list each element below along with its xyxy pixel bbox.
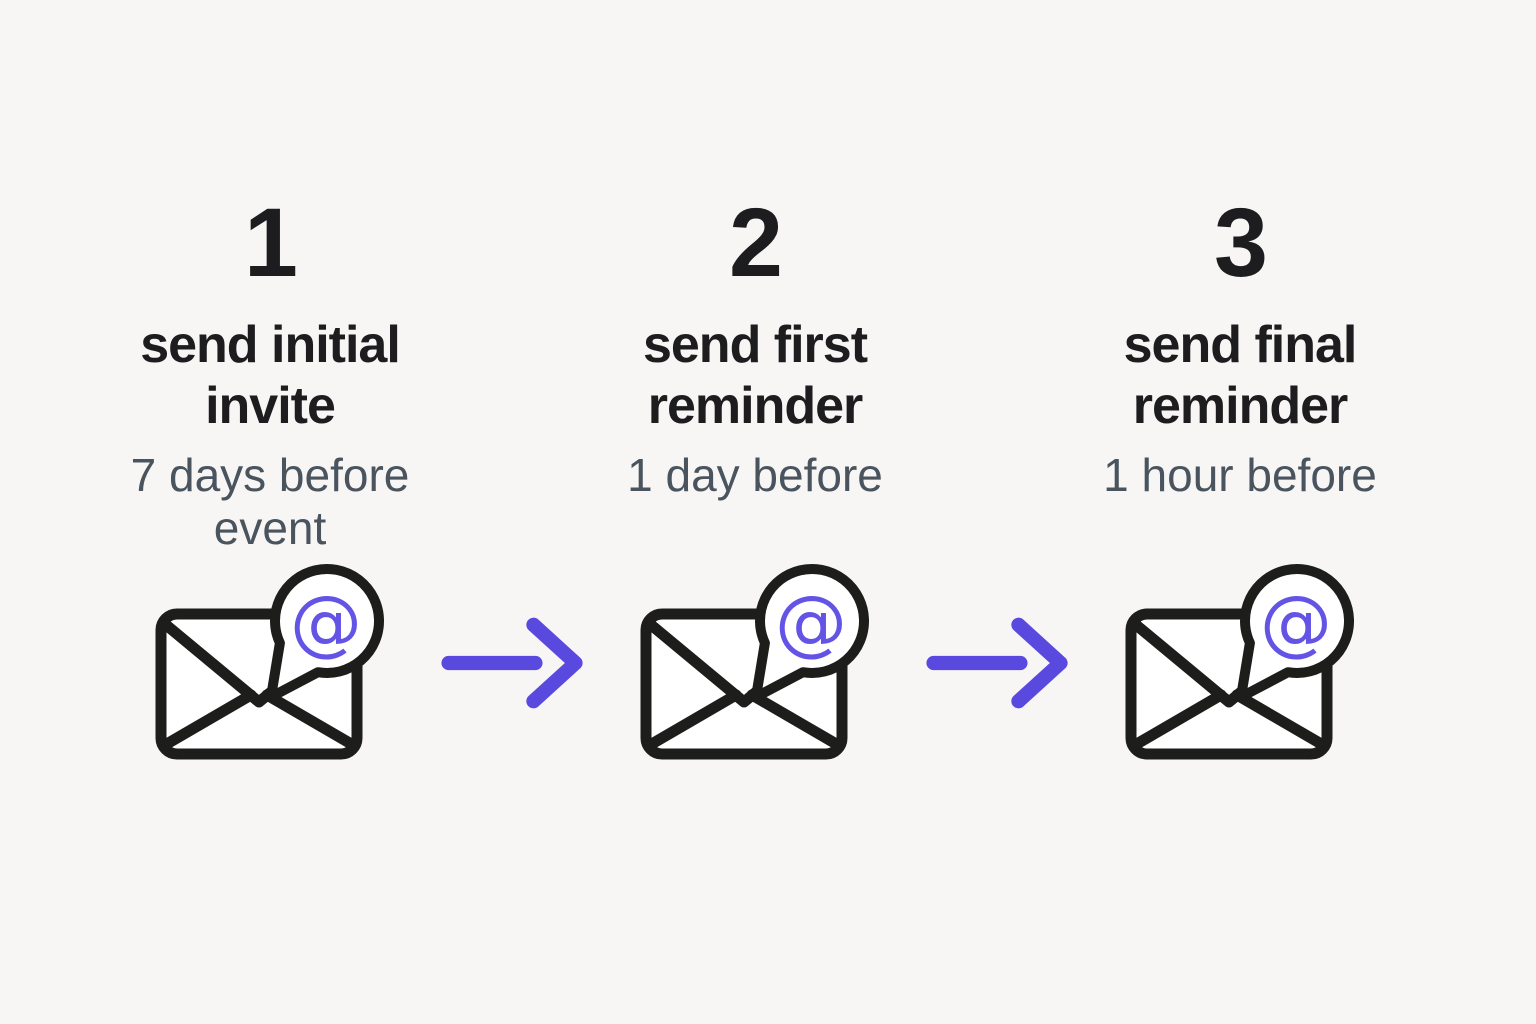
at-symbol: @ [775,580,847,664]
envelope-at-icon: @ [1125,564,1354,760]
at-speech-bubble [751,564,869,702]
at-symbol: @ [1260,580,1332,664]
envelope-fold-left [159,689,257,751]
step-timing: 1 hour before [1103,449,1377,501]
step-title: send final reminder [1123,316,1358,435]
step-title: send initial invite [140,316,401,435]
step-title: send first reminder [642,316,868,435]
step-timing: 7 days before event [130,449,410,554]
step-number: 3 [1214,188,1268,297]
step-3-column: 3 send final reminder 1 hour before @ [1070,193,1410,761]
envelope-fold-left [644,689,742,751]
arrow-right-icon [926,617,1068,709]
step-icon-wrap: @ [154,561,386,761]
envelope-at-icon: @ [155,564,384,760]
arrow-2-wrap [925,611,1070,715]
step-number: 1 [244,188,298,297]
arrow-1-wrap [440,611,585,715]
envelope-fold-left [1129,689,1227,751]
envelope-fold-right [1231,689,1329,751]
step-2-column: 2 send first reminder 1 day before @ [585,193,925,761]
envelope-fold-right [261,689,359,751]
step-timing: 1 day before [627,449,883,501]
at-speech-bubble [1236,564,1354,702]
step-number: 2 [729,188,783,297]
envelope-at-icon: @ [640,564,869,760]
envelope-fold-right [746,689,844,751]
step-1-column: 1 send initial invite 7 days before even… [100,193,440,761]
step-icon-wrap: @ [1124,561,1356,761]
step-icon-wrap: @ [639,561,871,761]
at-symbol: @ [290,580,362,664]
at-speech-bubble [266,564,384,702]
email-reminder-timeline: 1 send initial invite 7 days before even… [100,193,1410,761]
arrow-right-icon [441,617,583,709]
